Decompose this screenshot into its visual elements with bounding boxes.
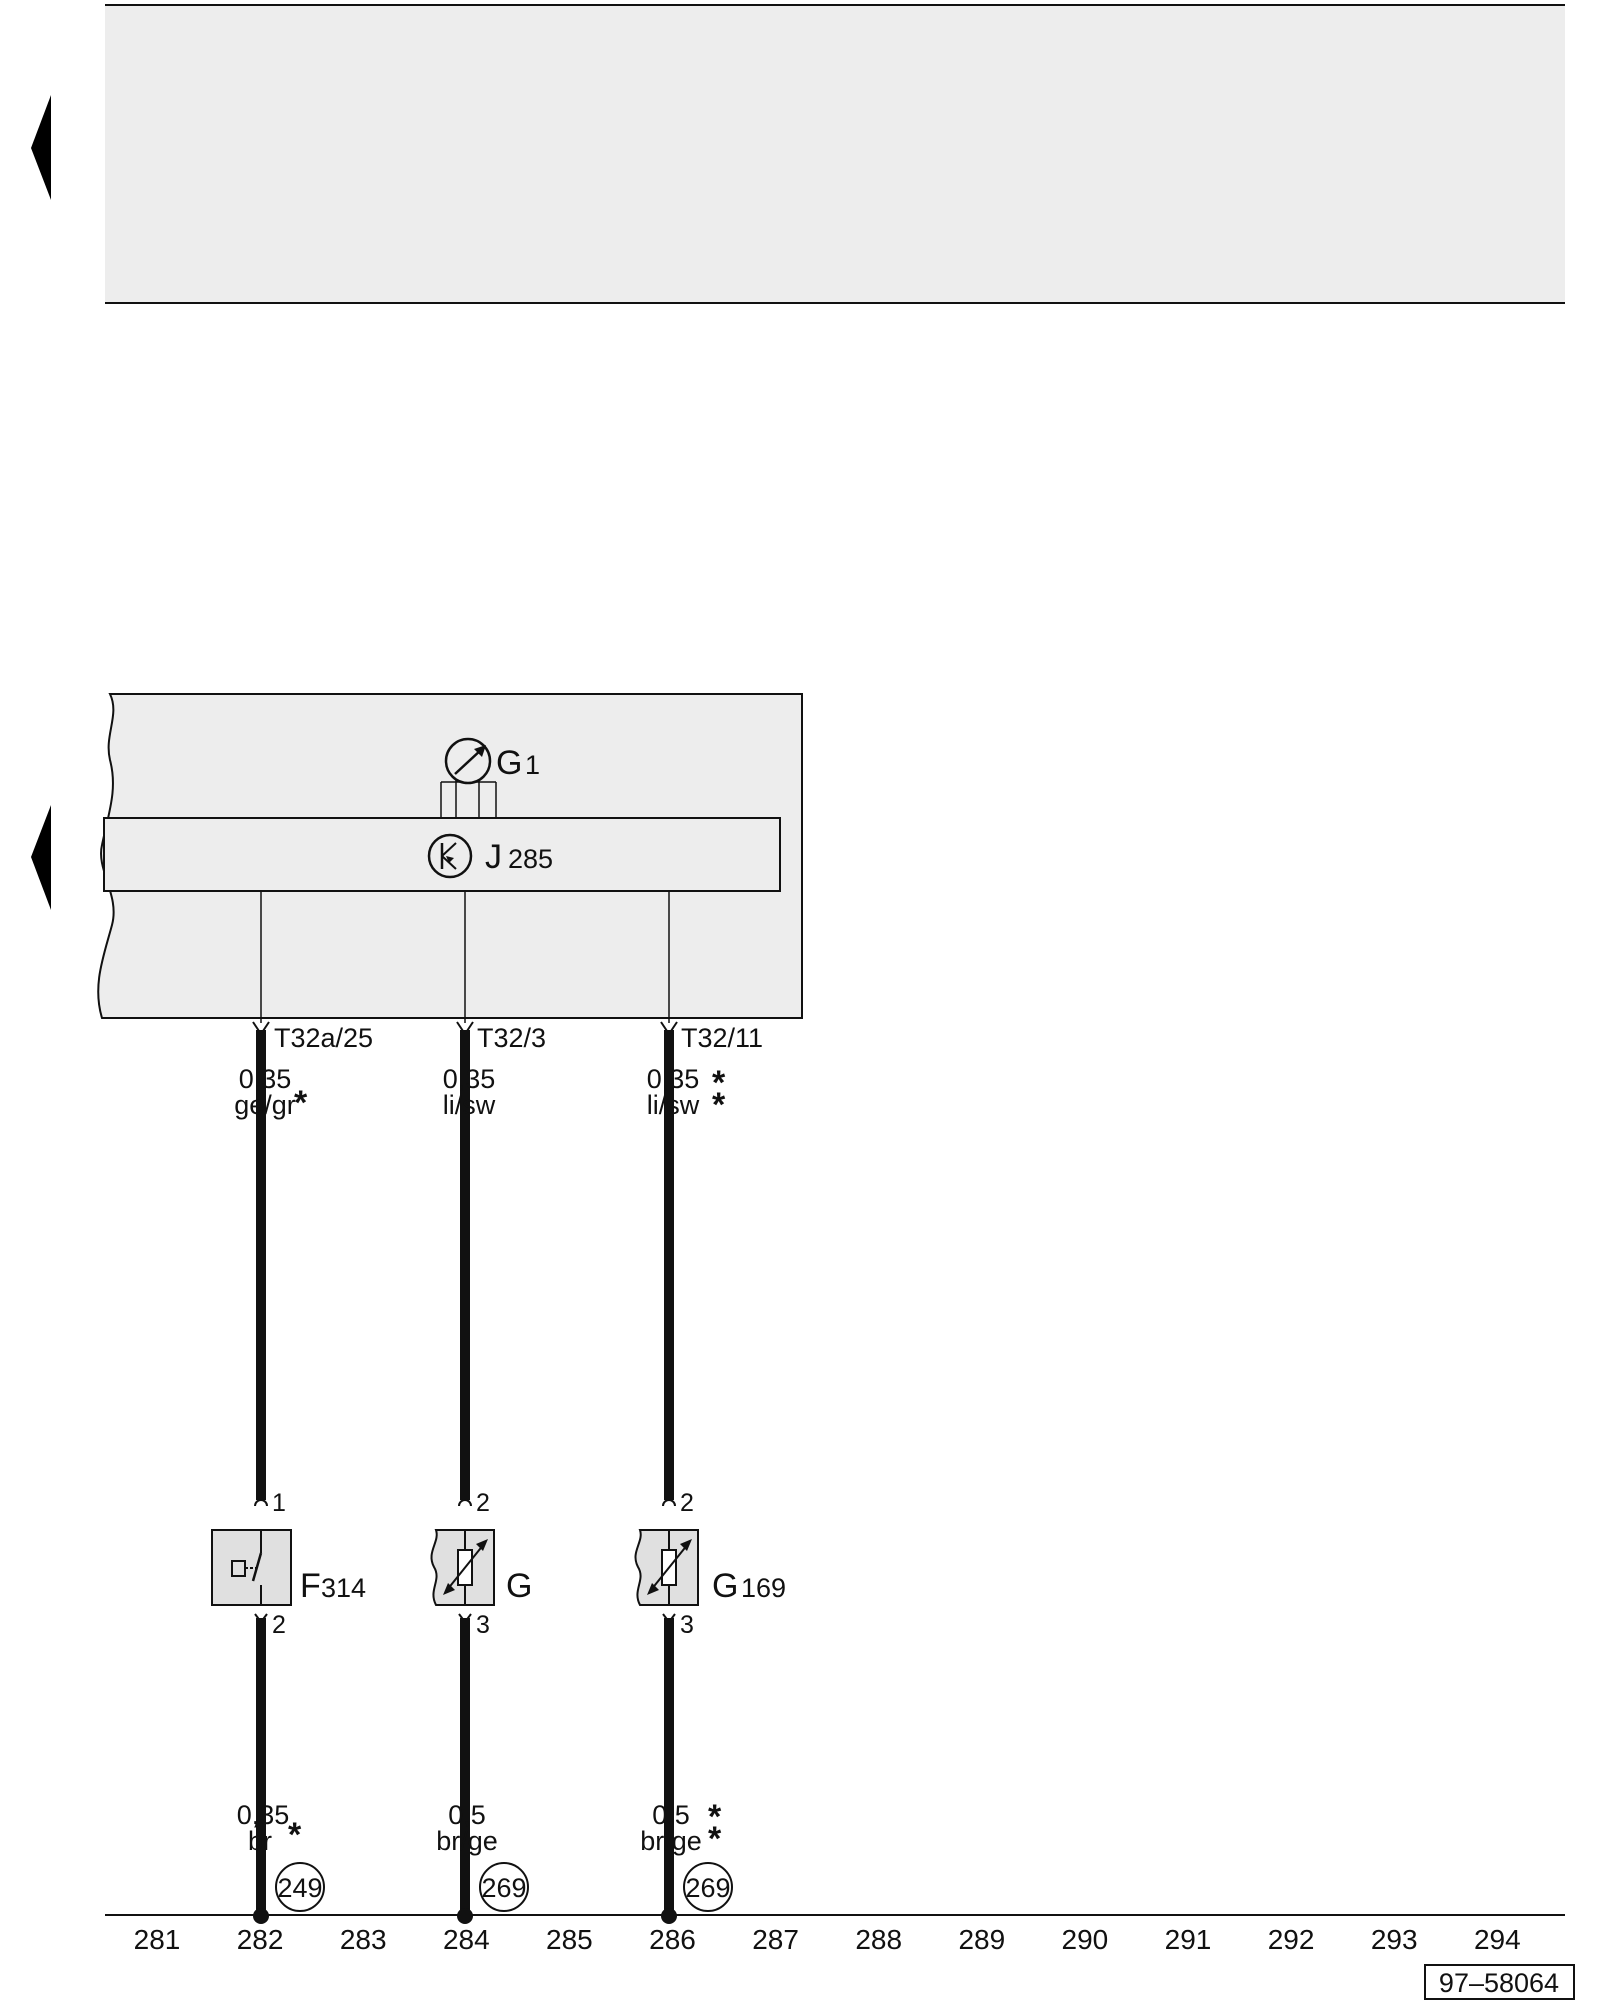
axis-label: 284 xyxy=(443,1924,490,1955)
wire-top-color: li/sw xyxy=(647,1090,700,1120)
switch-contact-blade xyxy=(251,1552,263,1582)
pin-top-icon xyxy=(254,1499,268,1507)
wire-bottom-mark: * xyxy=(288,1816,302,1854)
variable-arrow-tail-icon xyxy=(443,1583,455,1595)
wire-bottom-size: 0,35 xyxy=(237,1800,290,1830)
gauge-needle xyxy=(454,748,483,775)
wire-circuit: T32/3 0,35 li/sw 2 3 G 0,5 br/ge 269 xyxy=(430,891,546,1924)
variable-arrow-tail-icon xyxy=(647,1583,659,1595)
transistor-arrow xyxy=(446,856,454,863)
axis-label: 290 xyxy=(1062,1924,1109,1955)
component-sub: 169 xyxy=(741,1573,786,1603)
control-unit-code: J xyxy=(485,838,502,876)
top-band-fill xyxy=(105,5,1565,303)
pin-top-label: 1 xyxy=(272,1489,286,1517)
connector-label: T32/11 xyxy=(681,1023,763,1053)
ref-number: 269 xyxy=(685,1873,730,1903)
ref-circle xyxy=(275,1862,325,1912)
wire-bottom-color: br xyxy=(248,1826,272,1856)
wire-bottom-size: 0,5 xyxy=(652,1800,690,1830)
ref-circle xyxy=(683,1862,733,1912)
pin-top-icon xyxy=(662,1499,676,1507)
variable-arrow-line xyxy=(446,1543,485,1591)
transistor-symbol-icon xyxy=(427,833,473,879)
wire-circuit: T32/11 0,35 li/sw * * 2 3 G 169 0,5 br/g… xyxy=(634,891,786,1924)
axis-label: 281 xyxy=(134,1924,181,1955)
wire-top-mark-2: * xyxy=(712,1086,726,1124)
footer-code: 97–58064 xyxy=(1439,1968,1559,1998)
connector-label: T32/3 xyxy=(477,1023,546,1053)
variable-arrow-line xyxy=(650,1543,689,1591)
axis-label: 293 xyxy=(1371,1924,1418,1955)
component-code: G xyxy=(712,1567,738,1605)
sender-component[interactable] xyxy=(430,1529,495,1606)
wire-top-color: ge/gr xyxy=(234,1090,296,1120)
sender-component[interactable] xyxy=(634,1529,699,1606)
wire-circuits: T32a/25 0,35 ge/gr * 1 2 F 314 0,35 br *… xyxy=(211,891,786,1924)
component-sub: 314 xyxy=(321,1573,366,1603)
pin-bottom-label: 3 xyxy=(476,1611,490,1639)
control-unit-sub: 285 xyxy=(508,844,553,874)
wire-top-size: 0,35 xyxy=(647,1064,700,1094)
wire-bottom-size: 0,5 xyxy=(448,1800,486,1830)
axis-label: 294 xyxy=(1474,1924,1521,1955)
wire-bottom-mark: * xyxy=(708,1798,722,1836)
axis-labels: 281 282 283 284 285 286 287 288 289 290 291 292 293 2… xyxy=(134,1924,1521,1955)
gauge-code: G xyxy=(496,744,522,782)
page-marker-top-icon[interactable] xyxy=(31,95,51,200)
axis-label: 289 xyxy=(958,1924,1005,1955)
wire-circuit: T32a/25 0,35 ge/gr * 1 2 F 314 0,35 br *… xyxy=(211,891,373,1924)
wire-bottom-mark-2: * xyxy=(708,1820,722,1858)
axis-label: 283 xyxy=(340,1924,387,1955)
axis-label: 286 xyxy=(649,1924,696,1955)
connector-label: T32a/25 xyxy=(274,1023,373,1053)
axis-label: 285 xyxy=(546,1924,593,1955)
pin-top-label: 2 xyxy=(680,1489,694,1517)
wire-top-mark: * xyxy=(712,1064,726,1102)
wire-bottom-color: br/ge xyxy=(640,1826,702,1856)
axis-label: 292 xyxy=(1268,1924,1315,1955)
footer-code-box xyxy=(1424,1964,1575,2000)
variable-arrow-head-icon xyxy=(680,1539,692,1551)
axis-label: 291 xyxy=(1165,1924,1212,1955)
pin-top-label: 2 xyxy=(476,1489,490,1517)
wire-top-mark: * xyxy=(294,1084,308,1122)
pin-top-icon xyxy=(458,1499,472,1507)
ref-number: 269 xyxy=(481,1873,526,1903)
ref-number: 249 xyxy=(277,1873,322,1903)
gauge-symbol-icon xyxy=(440,737,497,818)
wire-top-color: li/sw xyxy=(443,1090,496,1120)
top-band xyxy=(105,4,1565,304)
wire-top-size: 0,35 xyxy=(239,1064,292,1094)
axis-label: 288 xyxy=(855,1924,902,1955)
gauge-needle-tip xyxy=(474,745,486,757)
switch-actuator-icon xyxy=(231,1560,246,1577)
switch-component[interactable] xyxy=(211,1529,292,1606)
component-code: F xyxy=(300,1567,321,1605)
variable-arrow-head-icon xyxy=(476,1539,488,1551)
wire-bottom-color: br/ge xyxy=(436,1826,498,1856)
transistor-collector xyxy=(441,842,457,857)
wire-top-size: 0,35 xyxy=(443,1064,496,1094)
ref-circle xyxy=(479,1862,529,1912)
instrument-cluster-panel: G 1 J 285 xyxy=(97,693,803,1019)
component-code: G xyxy=(506,1567,532,1605)
transistor-circle xyxy=(427,833,473,879)
page-marker-bottom-icon[interactable] xyxy=(31,805,51,910)
pin-bottom-label: 2 xyxy=(272,1611,286,1639)
gauge-sub: 1 xyxy=(525,750,540,780)
axis-label: 287 xyxy=(752,1924,799,1955)
axis-label: 282 xyxy=(237,1924,284,1955)
pin-bottom-label: 3 xyxy=(680,1611,694,1639)
